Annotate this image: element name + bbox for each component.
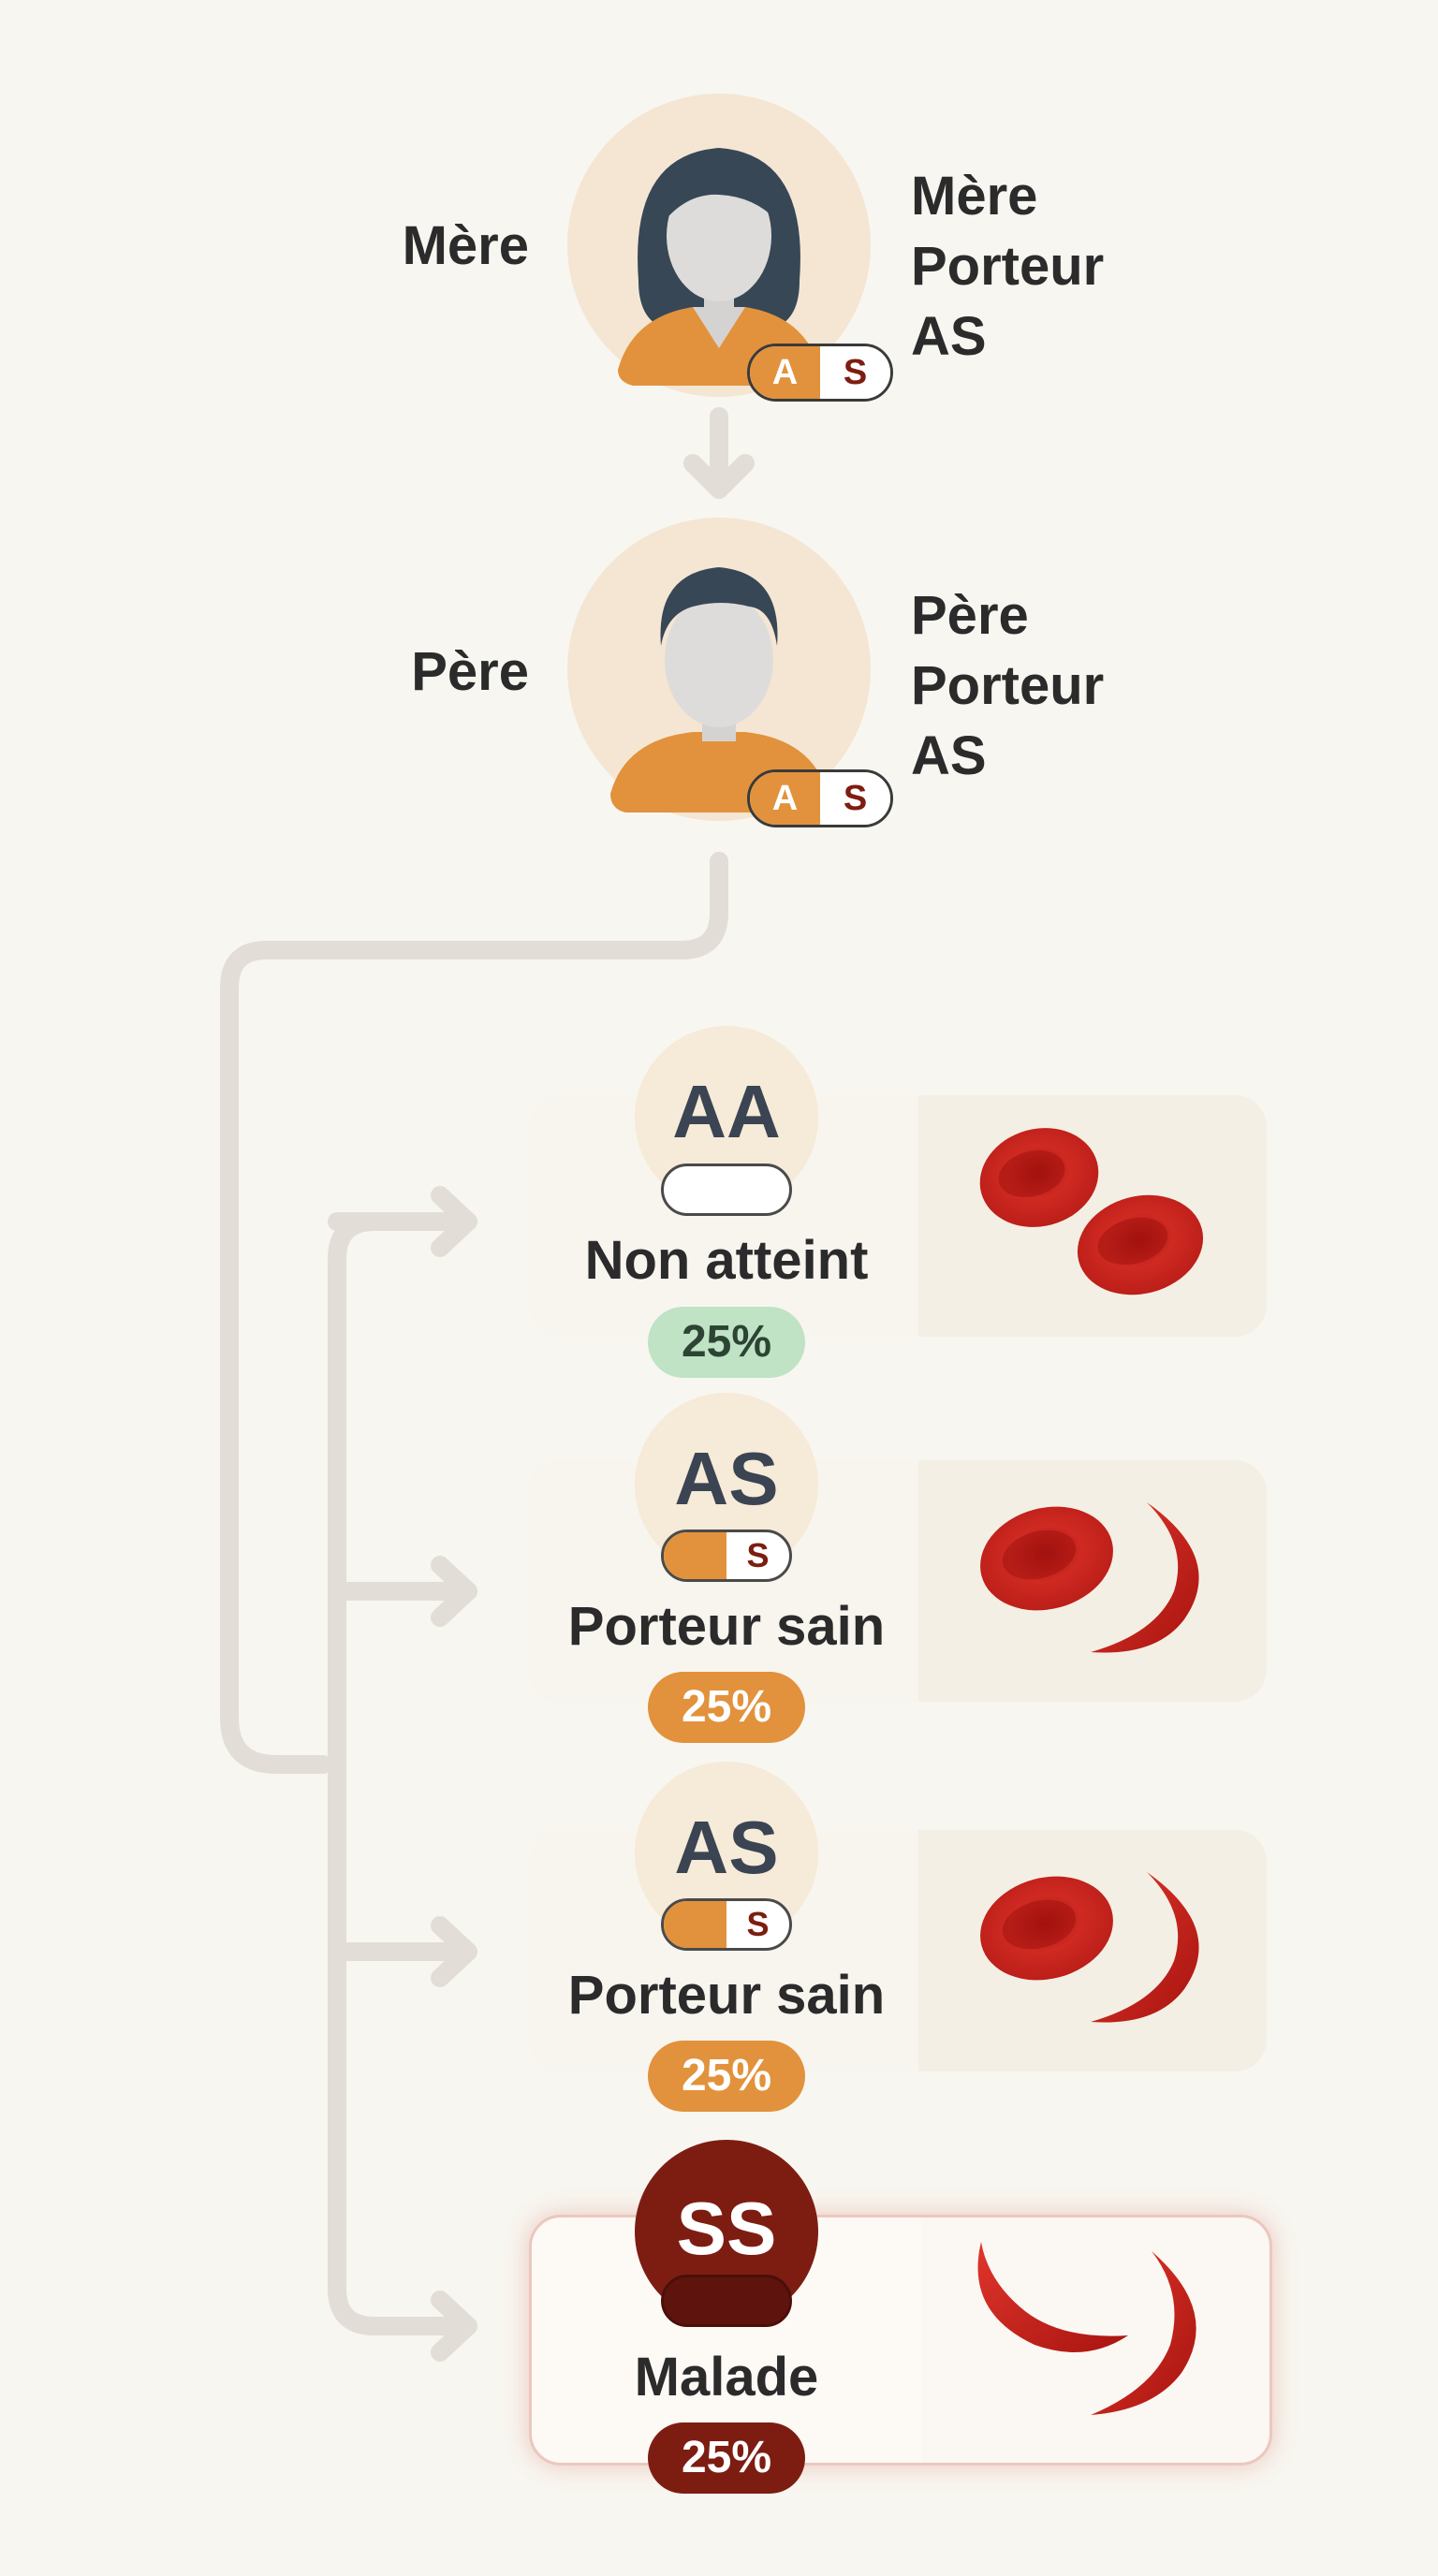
father-desc: Père Porteur AS: [911, 580, 1104, 791]
children-branch-bus: [328, 1212, 384, 2335]
allele-pill-as-1: S: [661, 1530, 792, 1582]
mother-desc-line-2: Porteur: [911, 236, 1105, 297]
status-label-aa: Non atteint: [584, 1230, 869, 1291]
genotype-label-as-2: AS: [674, 1806, 779, 1889]
mother-to-father-arrowhead: [683, 454, 755, 499]
mother-allele-a: A: [771, 353, 799, 392]
father-side-label: Père: [411, 641, 529, 702]
probability-badge-ss: 25%: [648, 2422, 805, 2494]
mother-desc: Mère Porteur AS: [911, 161, 1104, 372]
mother-allele-s: S: [843, 353, 868, 392]
mother-desc-line-3: AS: [911, 306, 987, 367]
status-label-as-2: Porteur sain: [567, 1965, 886, 2026]
status-label-as-1: Porteur sain: [567, 1596, 886, 1657]
father-allele-a: A: [771, 779, 799, 818]
allele-pill-as-2: S: [661, 1898, 792, 1951]
allele-s-as-1: S: [746, 1536, 770, 1574]
mother-side-label: Mère: [402, 215, 529, 276]
probability-badge-as-2: 25%: [648, 2041, 805, 2112]
allele-s-as-2: S: [746, 1905, 770, 1943]
probability-badge-aa: 25%: [648, 1307, 805, 1378]
father-allele-s: S: [843, 779, 868, 818]
father-desc-line-1: Père: [911, 585, 1029, 646]
allele-pill-ss: [661, 2275, 792, 2327]
mother-desc-line-1: Mère: [911, 166, 1038, 227]
genotype-label-aa: AA: [672, 1070, 781, 1153]
father-to-children-path: [220, 852, 728, 1774]
probability-badge-as-1: 25%: [648, 1672, 805, 1743]
mother-allele-pill: A S: [747, 344, 893, 402]
status-label-ss: Malade: [634, 2347, 819, 2408]
father-allele-pill: A S: [747, 769, 893, 827]
father-desc-line-3: AS: [911, 725, 987, 786]
father-desc-line-2: Porteur: [911, 655, 1105, 716]
genotype-label-ss: SS: [676, 2187, 777, 2270]
genotype-label-as-1: AS: [674, 1437, 779, 1520]
allele-pill-aa: [661, 1164, 792, 1216]
